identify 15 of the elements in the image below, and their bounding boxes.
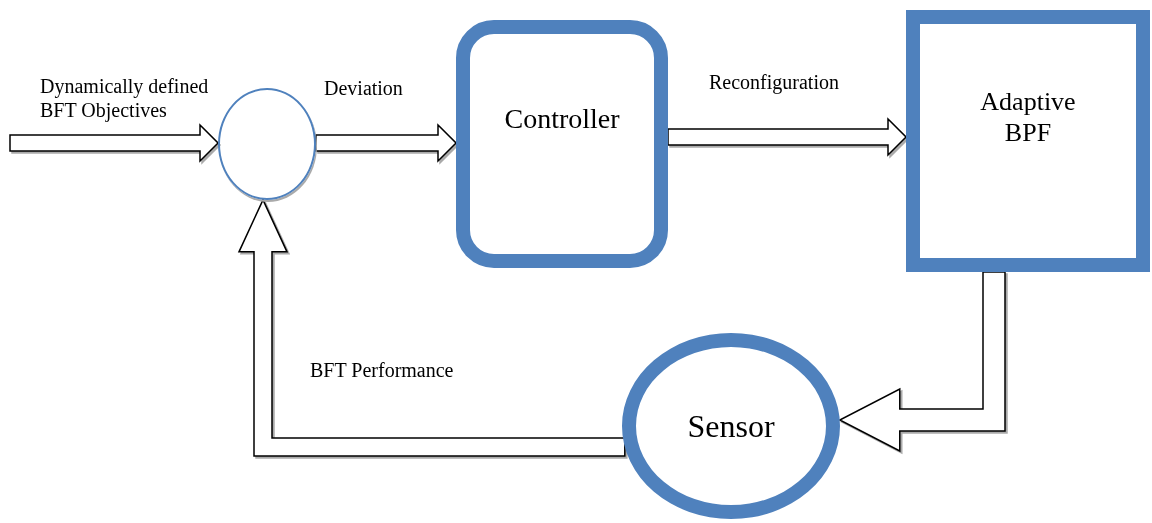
sensor-ellipse bbox=[622, 333, 840, 519]
block-arrow bbox=[667, 117, 908, 157]
block-arrow bbox=[838, 271, 1006, 453]
summing-junction-circle bbox=[218, 88, 316, 200]
node-label: Adaptive BPF bbox=[979, 86, 1077, 150]
edge-label: Deviation bbox=[324, 76, 403, 100]
block-arrow bbox=[315, 123, 458, 163]
edge-label: Reconfiguration bbox=[709, 70, 839, 94]
edge-label: Dynamically defined BFT Objectives bbox=[40, 74, 210, 122]
filter-box bbox=[906, 10, 1150, 272]
controller-box bbox=[456, 20, 668, 268]
node-label: Controller bbox=[504, 102, 620, 136]
edge-label: BFT Performance bbox=[310, 358, 454, 382]
block-arrow bbox=[9, 123, 220, 163]
node-label: Sensor bbox=[687, 407, 775, 446]
